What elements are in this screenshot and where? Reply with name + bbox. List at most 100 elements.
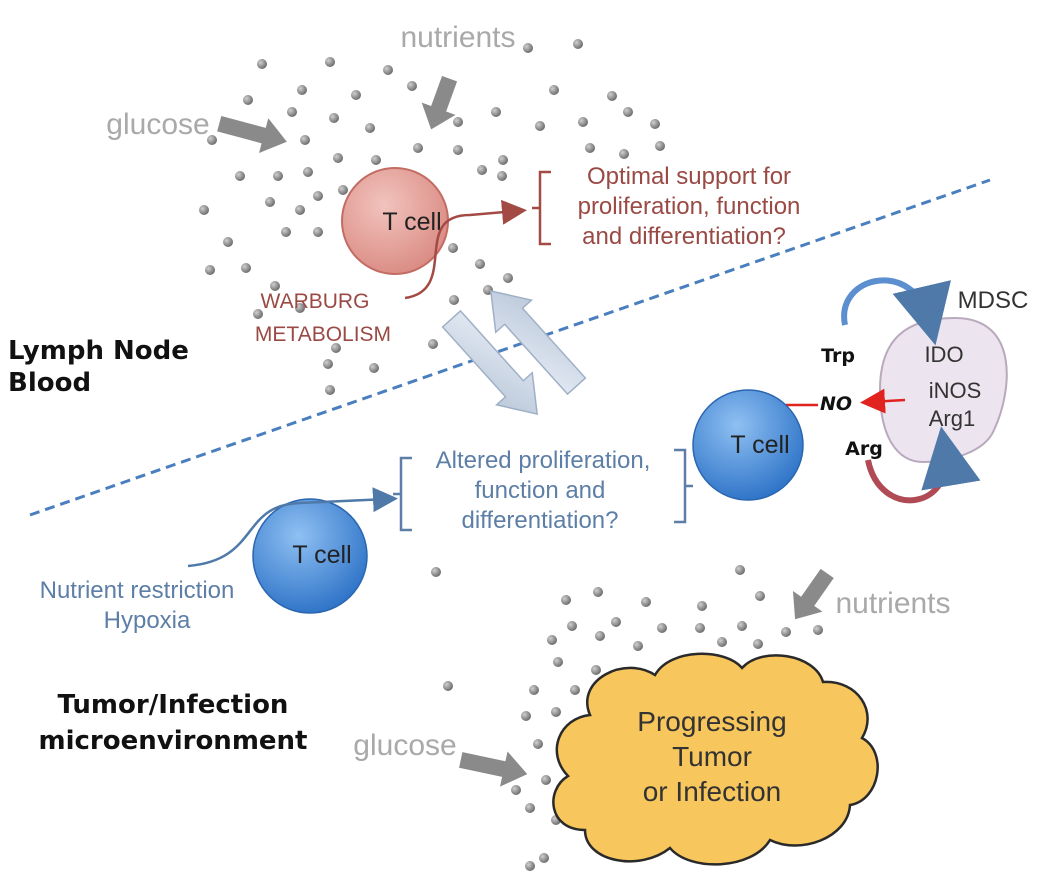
nutrient-dot (253, 309, 263, 319)
nutrient-dot (585, 143, 595, 153)
nutrient-dot (431, 567, 441, 577)
warburg-line-2: METABOLISM (255, 323, 391, 346)
nutrient-dot (813, 625, 823, 635)
tumor-line-1: Progressing (637, 706, 786, 737)
restriction-arrow (187, 487, 398, 568)
nutrient-dot (641, 597, 651, 607)
nutrient-dot (595, 631, 605, 641)
tcell-right-label: T cell (730, 431, 789, 459)
nutrient-dot (549, 85, 559, 95)
glucose-bottom-label: glucose (353, 729, 456, 762)
nutrient-dots (199, 39, 823, 871)
nutrient-dot (623, 107, 633, 117)
nutrient-dot (525, 861, 535, 871)
nutrient-dot (351, 90, 361, 100)
nutrients-top-arrow (421, 75, 458, 130)
arg-arrow (865, 426, 981, 504)
warburg-line-1: WARBURG (261, 290, 370, 313)
nutrient-dot (265, 197, 275, 207)
nutrient-dot (533, 739, 543, 749)
nutrient-dot (297, 85, 307, 95)
nutrient-dot (428, 339, 438, 349)
optimal-line-1: Optimal support for (587, 163, 791, 190)
nutrient-dot (619, 149, 629, 159)
nutrient-dot (243, 95, 253, 105)
nutrient-dot (257, 59, 267, 69)
nutrient-dot (578, 117, 588, 127)
nutrient-dot (633, 641, 643, 651)
nutrient-dot (695, 623, 705, 633)
nutrient-dot (611, 617, 621, 627)
nutrient-dot (365, 123, 375, 133)
nutrient-dot (607, 91, 617, 101)
restriction-line-2: Hypoxia (104, 607, 191, 634)
nutrient-dot (281, 227, 291, 237)
nutrient-dot (657, 623, 667, 633)
nutrient-dot (413, 143, 423, 153)
nutrient-dot (241, 263, 251, 273)
nutrient-dot (313, 191, 323, 201)
nutrient-dot (477, 165, 487, 175)
altered-line-2: function and (475, 477, 606, 504)
trp-arrow (841, 277, 951, 346)
arg-label: Arg (845, 438, 883, 460)
nutrient-dot (371, 155, 381, 165)
nutrient-dot (325, 57, 335, 67)
mdsc-label: MDSC (958, 287, 1029, 314)
nutrient-dot (369, 363, 379, 373)
nutrient-dot (570, 685, 580, 695)
nutrient-dot (655, 141, 665, 151)
nutrient-dot (561, 595, 571, 605)
nutrient-dot (497, 171, 507, 181)
nutrient-dot (313, 227, 323, 237)
region-bottom-line-1: Tumor/Infection (58, 690, 289, 720)
glucose-top-arrow (217, 115, 287, 153)
tcell-bottom (252, 498, 368, 614)
altered-bracket-right (674, 448, 693, 524)
nutrient-dot (295, 303, 305, 313)
tumor-line-3: or Infection (643, 776, 782, 807)
nutrient-dot (270, 281, 280, 291)
nutrient-dot (650, 119, 660, 129)
nutrient-dot (475, 259, 485, 269)
nutrients-bottom-label: nutrients (835, 587, 950, 620)
nutrient-dot (443, 681, 453, 691)
nutrient-dot (199, 205, 209, 215)
nutrient-dot (735, 565, 745, 575)
nutrient-dot (535, 121, 545, 131)
nutrient-dot (523, 43, 533, 53)
nutrients-top-label: nutrients (400, 21, 515, 54)
nutrient-dot (503, 273, 513, 283)
nutrient-dot (737, 621, 747, 631)
optimal-line-3: and differentiation? (582, 223, 786, 250)
nutrient-dot (573, 39, 583, 49)
nutrient-dot (329, 113, 339, 123)
nutrient-dot (207, 135, 217, 145)
nutrient-dot (781, 627, 791, 637)
inos-label: iNOS (929, 378, 982, 403)
tumor-cloud (552, 652, 879, 866)
nutrient-dot (511, 785, 521, 795)
nutrient-dot (547, 635, 557, 645)
arg1-label: Arg1 (929, 406, 975, 431)
nutrient-dot (295, 205, 305, 215)
migration-arrow-up (489, 289, 587, 396)
nutrient-dot (697, 601, 707, 611)
region-top-line-1: Lymph Node (8, 336, 189, 366)
region-bottom-line-2: microenvironment (39, 726, 308, 756)
nutrient-dot (383, 65, 393, 75)
warburg-arrow (404, 199, 527, 300)
tcell-top-label: T cell (382, 208, 441, 236)
no-arrow (860, 388, 906, 414)
nutrient-dot (755, 591, 765, 601)
nutrient-dot (541, 775, 551, 785)
tcell-right (692, 389, 804, 501)
glucose-top-label: glucose (106, 108, 209, 141)
tumor-line-2: Tumor (672, 741, 752, 772)
nutrient-dot (331, 343, 341, 353)
nutrient-dot (593, 587, 603, 597)
nutrient-dot (553, 657, 563, 667)
no-label: NO (820, 393, 852, 415)
region-top-line-2: Blood (8, 368, 91, 398)
